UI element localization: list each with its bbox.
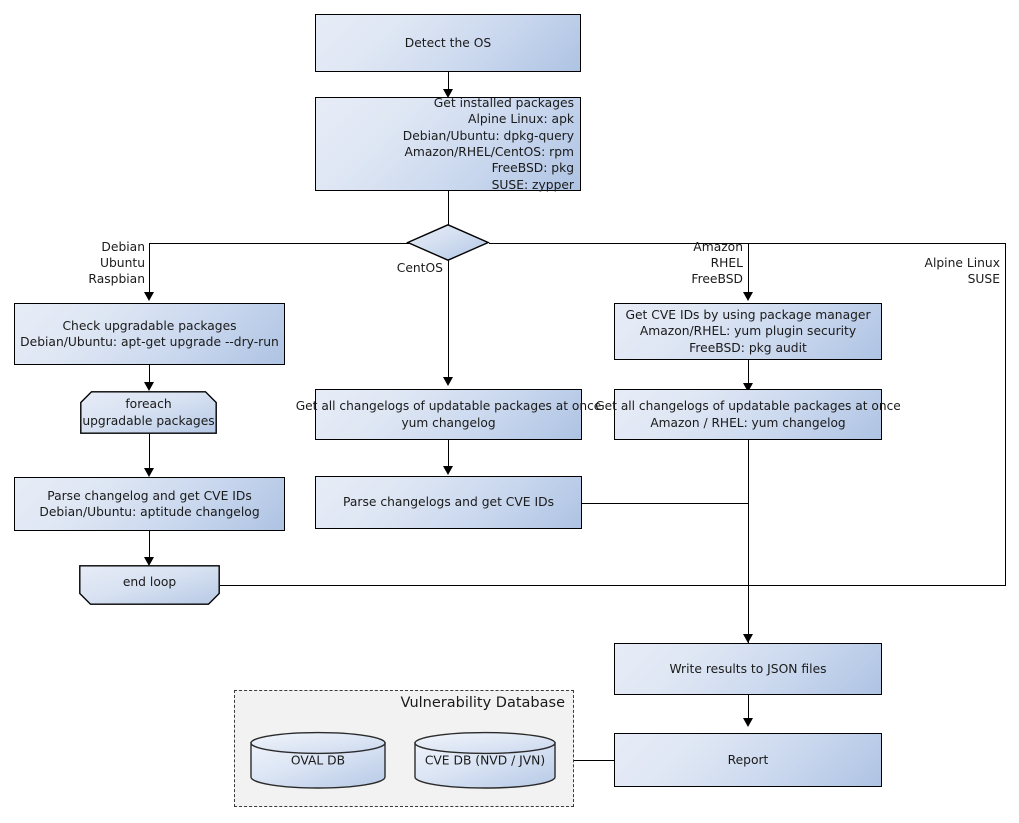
arrow-left-branch [143, 292, 154, 301]
arrow-centos-branch [442, 377, 453, 386]
edge-label-alpine-branch: Alpine Linux SUSE [880, 255, 1004, 287]
connector-left-branch-down [148, 242, 150, 295]
node-parse-changelogs-centos-label: Parse changelogs and get CVE IDs [343, 495, 554, 510]
node-get-installed-packages-line4: Amazon/RHEL/CentOS: rpm [404, 145, 574, 159]
edge-label-debian-line2: Ubuntu [99, 256, 145, 271]
connector-centos-parse-right [582, 502, 748, 504]
node-foreach-upgradable-packages[interactable]: foreach upgradable packages [80, 391, 217, 434]
connector-amazon-to-writejson [747, 440, 749, 643]
node-check-upgradable-line1: Check upgradable packages [62, 318, 237, 333]
edge-label-centos-branch: CentOS [330, 260, 447, 276]
node-get-changelogs-centos[interactable]: Get all changelogs of updatable packages… [296, 389, 601, 440]
node-foreach-line2: upgradable packages [82, 413, 215, 428]
node-parse-changelog-debian[interactable]: Parse changelog and get CVE IDs Debian/U… [14, 477, 285, 531]
edge-label-alpine-line2: SUSE [967, 272, 1000, 287]
connector-amazon-branch-down [747, 242, 749, 295]
connector-packages-to-decision [447, 191, 449, 226]
edge-label-debian-branch: Debian Ubuntu Raspbian [30, 239, 149, 288]
node-write-results-json-label: Write results to JSON files [669, 661, 827, 676]
arrow-to-writejson [742, 634, 753, 643]
node-get-installed-packages-line5: FreeBSD: pkg [491, 161, 574, 176]
node-parse-changelogs-centos[interactable]: Parse changelogs and get CVE IDs [315, 476, 582, 529]
database-oval-db-label: OVAL DB [290, 753, 346, 768]
node-get-installed-packages-line2: Alpine Linux: apk [468, 112, 574, 127]
node-changelogs-amazon-line1: Get all changelogs of updatable packages… [595, 399, 901, 414]
arrow-check-to-foreach [143, 382, 154, 391]
node-parse-changelog-deb-line1: Parse changelog and get CVE IDs [47, 488, 252, 503]
node-report-label: Report [727, 752, 769, 767]
connector-decision-centos [447, 259, 449, 379]
edge-label-amazon-line3: FreeBSD [691, 272, 743, 287]
arrow-cveids-to-changelogs [742, 383, 753, 392]
database-cve-db-label: CVE DB (NVD / JVN) [424, 753, 546, 768]
node-get-cve-ids-line1: Get CVE IDs by using package manager [625, 307, 871, 322]
node-end-loop[interactable]: end loop [79, 565, 220, 605]
connector-centos-changelog-to-parse [447, 440, 449, 472]
edge-label-alpine-line1: Alpine Linux [924, 256, 1000, 270]
connector-parse-to-endloop [148, 531, 150, 563]
edge-label-centos-line1: CentOS [396, 261, 443, 275]
edge-label-amazon-line2: RHEL [710, 256, 743, 271]
node-changelogs-centos-line1: Get all changelogs of updatable packages… [295, 399, 602, 414]
node-changelogs-amazon-line2: Amazon / RHEL: yum changelog [650, 415, 846, 430]
edge-label-amazon-branch: Amazon RHEL FreeBSD [630, 239, 747, 288]
node-get-changelogs-amazon[interactable]: Get all changelogs of updatable packages… [595, 389, 901, 440]
node-get-installed-packages-line1: Get installed packages [433, 95, 574, 110]
connector-decision-left [149, 242, 409, 244]
node-detect-the-os-label: Detect the OS [404, 35, 492, 50]
edge-label-debian-line1: Debian [101, 240, 145, 254]
database-oval-db[interactable]: OVAL DB [250, 731, 386, 789]
connector-cveids-to-changelogs [747, 360, 749, 390]
node-check-upgradable-packages[interactable]: Check upgradable packages Debian/Ubuntu:… [14, 303, 285, 365]
arrow-detect-to-packages [442, 89, 453, 98]
node-parse-changelog-deb-line2: Debian/Ubuntu: aptitude changelog [39, 505, 260, 519]
node-report[interactable]: Report [614, 733, 882, 787]
arrow-foreach-to-parse [143, 468, 154, 477]
vulnerability-database-title: Vulnerability Database [400, 695, 565, 711]
node-write-results-json[interactable]: Write results to JSON files [614, 643, 882, 695]
node-get-installed-packages-line6: SUSE: zypper [491, 177, 574, 192]
edge-label-amazon-line1: Amazon [693, 240, 743, 254]
node-get-installed-packages[interactable]: Get installed packages Alpine Linux: apk… [315, 95, 581, 192]
node-detect-the-os[interactable]: Detect the OS [315, 14, 581, 72]
node-changelogs-centos-line2: yum changelog [401, 415, 496, 430]
node-get-cve-ids-line3: FreeBSD: pkg audit [689, 340, 807, 355]
node-os-decision[interactable] [406, 224, 490, 261]
connector-check-to-foreach [148, 365, 150, 388]
node-get-installed-packages-line3: Debian/Ubuntu: dpkg-query [402, 128, 574, 143]
database-cve-db[interactable]: CVE DB (NVD / JVN) [414, 731, 556, 789]
connector-writejson-to-report [747, 695, 749, 723]
connector-alpine-branch-down [1004, 242, 1006, 586]
arrow-writejson-to-report [742, 718, 753, 727]
arrow-parse-to-endloop [143, 557, 154, 566]
arrow-amazon-branch [742, 292, 753, 301]
arrow-centos-changelog-to-parse [442, 466, 453, 475]
connector-cvedb-to-report [556, 759, 615, 761]
edge-label-debian-line3: Raspbian [88, 272, 145, 287]
node-get-cve-ids-line2: Amazon/RHEL: yum plugin security [639, 324, 857, 339]
connector-endloop-right [220, 584, 1006, 586]
node-check-upgradable-line2: Debian/Ubuntu: apt-get upgrade --dry-run [20, 335, 279, 349]
node-foreach-line1: foreach [125, 397, 172, 412]
connector-foreach-to-parse [148, 434, 150, 473]
node-get-cve-ids-package-manager[interactable]: Get CVE IDs by using package manager Ama… [614, 303, 882, 360]
connector-detect-to-packages [447, 72, 449, 94]
node-end-loop-label: end loop [122, 574, 177, 589]
